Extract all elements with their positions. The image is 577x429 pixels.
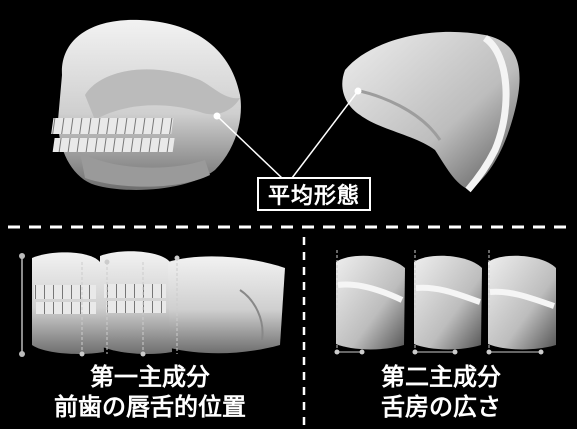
pc1-model-series [19, 251, 285, 357]
pc2-description: 舌房の広さ [316, 392, 566, 422]
pc2-model-2 [413, 250, 483, 355]
pc1-description: 前歯の唇舌的位置 [20, 392, 280, 422]
pc2-title: 第二主成分 [316, 362, 566, 392]
pc2-caption: 第二主成分 舌房の広さ [316, 362, 566, 422]
pc2-model-1 [335, 250, 406, 355]
pc1-caption: 第一主成分 前歯の唇舌的位置 [20, 362, 280, 422]
leader-line-right [292, 91, 358, 178]
leader-dot-right [355, 88, 362, 95]
leader-dot-left [214, 113, 221, 120]
pc2-model-series [335, 250, 557, 355]
denture-front-model [51, 20, 241, 190]
pc1-title: 第一主成分 [20, 362, 280, 392]
average-shape-label: 平均形態 [257, 177, 371, 211]
pc2-model-3 [487, 250, 557, 355]
denture-palatal-model [342, 32, 519, 190]
